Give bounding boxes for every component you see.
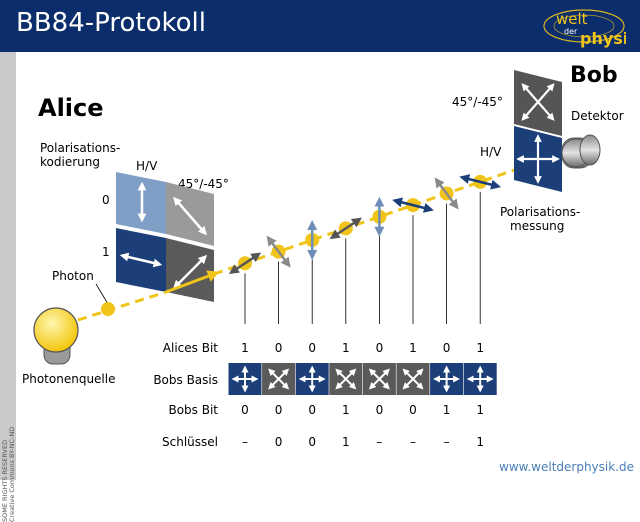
basis-diag-icon xyxy=(362,363,396,395)
alice-basis-hv-label: H/V xyxy=(136,159,158,173)
alice-bit-cell: 1 xyxy=(241,341,249,355)
row-label-bob-bits: Bobs Bit xyxy=(168,403,218,417)
bob-bit-cell: 1 xyxy=(443,403,451,417)
basis-diag-icon xyxy=(329,363,363,395)
polarization-arrow-icon xyxy=(266,235,291,268)
key-cell: – xyxy=(376,435,382,449)
footer-url: www.weltderphysik.de xyxy=(499,460,634,474)
row-label-alice-bits: Alices Bit xyxy=(163,341,218,355)
alice-bit-1-label: 1 xyxy=(102,245,110,259)
horizontal-arrow-icon xyxy=(119,252,163,268)
svg-text:physik: physik xyxy=(580,29,626,48)
alice-label: Alice xyxy=(38,94,104,122)
bob-bit-cell: 0 xyxy=(275,403,283,417)
basis-hv-icon xyxy=(430,363,464,395)
photon-source-label: Photonenquelle xyxy=(22,372,115,386)
key-cell: – xyxy=(242,435,248,449)
polarization-arrow-icon xyxy=(434,177,459,210)
key-cell: 0 xyxy=(308,435,316,449)
alice-bit-cell: 0 xyxy=(275,341,283,355)
alice-bit-cell: 1 xyxy=(476,341,484,355)
bob-basis-diag-label: 45°/-45° xyxy=(452,95,503,109)
bb84-diagram: Alice Bob Polarisations- kodierung H/V 4… xyxy=(22,63,624,449)
row-label-bob-basis: Bobs Basis xyxy=(153,373,218,387)
photon-label: Photon xyxy=(52,269,94,283)
title-bar: BB84-Protokoll welt der physik xyxy=(0,0,640,52)
logo: welt der physik xyxy=(543,9,626,48)
key-cell: 1 xyxy=(342,435,350,449)
key-cell: – xyxy=(444,435,450,449)
svg-text:welt: welt xyxy=(556,10,588,28)
alice-bit-cell: 1 xyxy=(342,341,350,355)
key-cell: – xyxy=(410,435,416,449)
basis-hv-icon xyxy=(295,363,329,395)
diag-up-arrow-icon xyxy=(172,254,208,290)
panel-diag-1 xyxy=(166,238,214,302)
bob-diag-arrow-icon-2 xyxy=(521,83,555,121)
measurement-label-line2: messung xyxy=(510,219,564,233)
key-cell: 1 xyxy=(476,435,484,449)
bob-bit-cell: 1 xyxy=(476,403,484,417)
encoding-label-line2: kodierung xyxy=(40,155,100,169)
polarization-arrow-icon xyxy=(392,197,434,213)
license-sidebar: SOME RIGHTS RESERVED Creative Commons BY… xyxy=(0,52,16,522)
alice-polarization-panels xyxy=(116,172,214,302)
photon-stream xyxy=(228,174,502,324)
page-title: BB84-Protokoll xyxy=(16,8,206,38)
encoding-label-line1: Polarisations- xyxy=(40,141,120,155)
bob-bit-cell: 0 xyxy=(376,403,384,417)
alice-bit-cell: 0 xyxy=(443,341,451,355)
bob-bit-cell: 1 xyxy=(342,403,350,417)
photon-beam-source xyxy=(77,290,167,322)
key-cell: 0 xyxy=(275,435,283,449)
svg-text:der: der xyxy=(564,27,578,36)
panel-diag-0 xyxy=(166,182,214,246)
polarization-arrow-icon xyxy=(329,217,362,240)
polarization-arrow-icon xyxy=(228,252,262,275)
alice-bit-0-label: 0 xyxy=(102,193,110,207)
basis-diag-icon xyxy=(262,363,296,395)
basis-hv-icon xyxy=(463,363,497,395)
bob-label: Bob xyxy=(570,63,618,88)
photon-beam-arrow xyxy=(165,270,220,294)
basis-diag-icon xyxy=(396,363,430,395)
basis-hv-icon xyxy=(228,363,262,395)
row-label-key: Schlüssel xyxy=(162,435,218,449)
measurement-label-line1: Polarisations- xyxy=(500,205,580,219)
diag-down-arrow-icon xyxy=(173,196,207,236)
bob-detector xyxy=(514,70,601,192)
bob-bit-cell: 0 xyxy=(241,403,249,417)
bob-bit-cell: 0 xyxy=(308,403,316,417)
alice-bit-cell: 0 xyxy=(308,341,316,355)
light-bulb-icon xyxy=(33,307,79,353)
alice-basis-diag-label: 45°/-45° xyxy=(178,177,229,191)
alice-bit-cell: 0 xyxy=(376,341,384,355)
detector-label: Detektor xyxy=(571,109,624,123)
source-photon xyxy=(101,302,115,316)
photon-source xyxy=(33,307,79,365)
license-text: SOME RIGHTS RESERVED Creative Commons BY… xyxy=(1,426,16,522)
alice-bit-cell: 1 xyxy=(409,341,417,355)
photon-label-leader xyxy=(95,283,109,305)
bob-basis-hv-label: H/V xyxy=(480,145,502,159)
polarization-arrow-icon xyxy=(459,174,502,190)
protocol-table: 1 0 0 1 0 1 0 1 0 0 0 1 0 0 1 1 – 0 0 1 – – – 1 xyxy=(228,341,497,449)
bob-bit-cell: 0 xyxy=(409,403,417,417)
